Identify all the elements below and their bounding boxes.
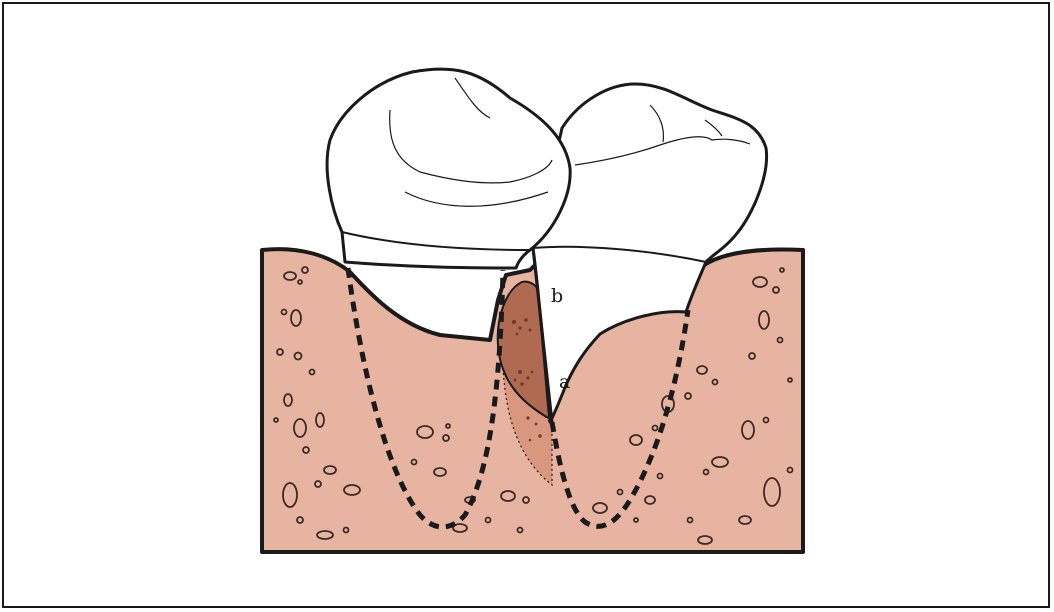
label-b: b (551, 285, 563, 307)
molar-tooth-icon (327, 69, 570, 268)
left-tooth (327, 69, 570, 268)
label-a: a (559, 371, 570, 393)
